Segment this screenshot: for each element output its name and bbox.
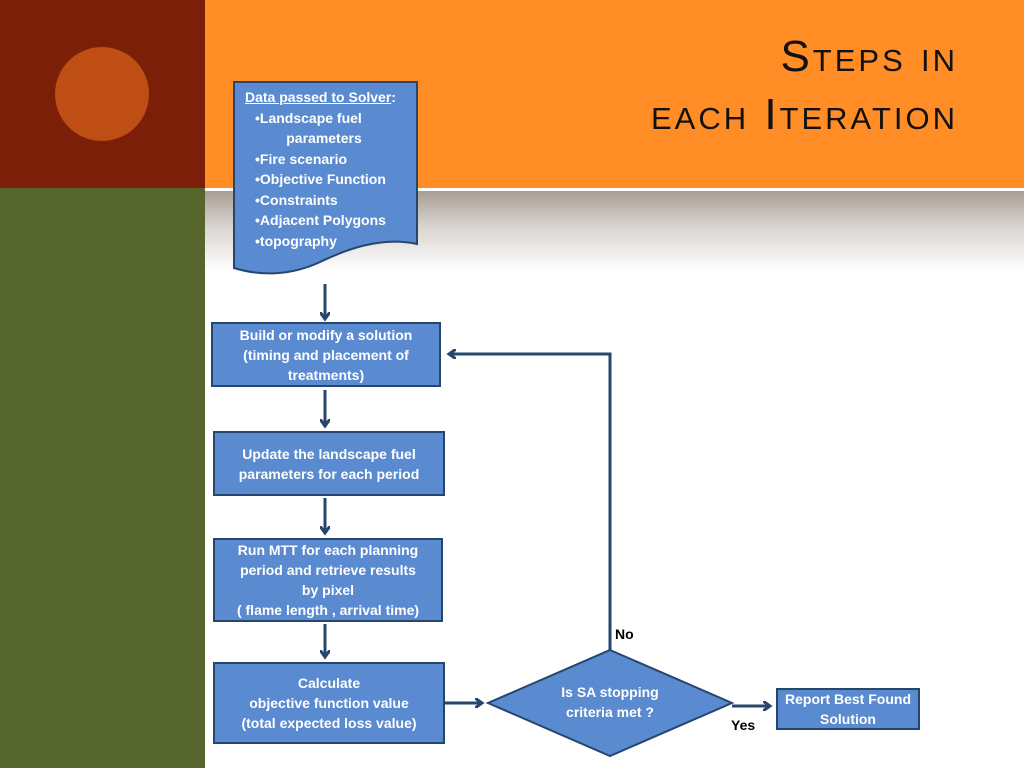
sidebar-bottom-panel bbox=[0, 188, 205, 768]
decision-line: criteria met ? bbox=[566, 704, 654, 720]
no-label: No bbox=[615, 626, 634, 642]
step-run-mtt: Run MTT for each planning period and ret… bbox=[213, 538, 443, 622]
step-line: by pixel bbox=[301, 582, 355, 598]
document-item: •Landscape fuel bbox=[255, 109, 362, 126]
step-line: parameters for each period bbox=[238, 465, 420, 482]
step-line: (total expected loss value) bbox=[241, 715, 417, 731]
result-line: Report Best Found bbox=[785, 691, 911, 707]
step-line: objective function value bbox=[249, 695, 409, 711]
step-update-fuel-parameters: Update the landscape fuel parameters for… bbox=[213, 431, 445, 496]
step-line: Run MTT for each planning bbox=[237, 542, 419, 558]
step-line: Update the landscape fuel bbox=[242, 445, 416, 462]
document-item: •Objective Function bbox=[255, 171, 386, 187]
step-line: Calculate bbox=[297, 675, 361, 691]
result-line: Solution bbox=[820, 711, 876, 727]
step-line: period and retrieve results bbox=[240, 562, 416, 578]
banner-divider bbox=[205, 188, 1024, 191]
decision-line: Is SA stopping bbox=[561, 684, 659, 700]
decorative-circle bbox=[55, 47, 149, 141]
step-line: ( flame length , arrival time) bbox=[236, 602, 420, 618]
step-build-solution: Build or modify a solution (timing and p… bbox=[211, 322, 441, 387]
document-item-continuation: parameters bbox=[255, 128, 417, 149]
document-heading-text: Data passed to Solver bbox=[245, 89, 392, 105]
document-item-list: •Landscape fuel parameters •Fire scenari… bbox=[233, 108, 417, 252]
result-report-best-solution: Report Best Found Solution bbox=[776, 688, 920, 730]
document-item: •Constraints bbox=[255, 191, 338, 208]
document-heading: Data passed to Solver: bbox=[233, 87, 417, 108]
document-heading-colon: : bbox=[391, 89, 396, 105]
title-line-1: Steps in bbox=[780, 32, 958, 81]
step-line: (timing and placement of bbox=[243, 346, 409, 363]
arrow-no-loop bbox=[450, 354, 612, 650]
decision-text: Is SA stopping criteria met ? bbox=[545, 682, 675, 722]
step-line: treatments) bbox=[287, 366, 365, 383]
document-item: •Adjacent Polygons bbox=[255, 212, 386, 228]
decision-diamond bbox=[485, 648, 735, 758]
input-data-document: Data passed to Solver: •Landscape fuel p… bbox=[233, 87, 417, 251]
title-line-2: each Iteration bbox=[650, 90, 958, 139]
document-item: •topography bbox=[255, 232, 337, 249]
yes-label: Yes bbox=[731, 717, 756, 733]
input-document-shape bbox=[233, 81, 418, 275]
document-item-continuation-text: parameters bbox=[286, 130, 362, 146]
slide-title: Steps in each Iteration bbox=[651, 28, 958, 144]
document-item: •Fire scenario bbox=[255, 150, 348, 167]
step-calculate-objective: Calculate objective function value (tota… bbox=[213, 662, 445, 744]
step-line: Build or modify a solution bbox=[239, 326, 413, 343]
